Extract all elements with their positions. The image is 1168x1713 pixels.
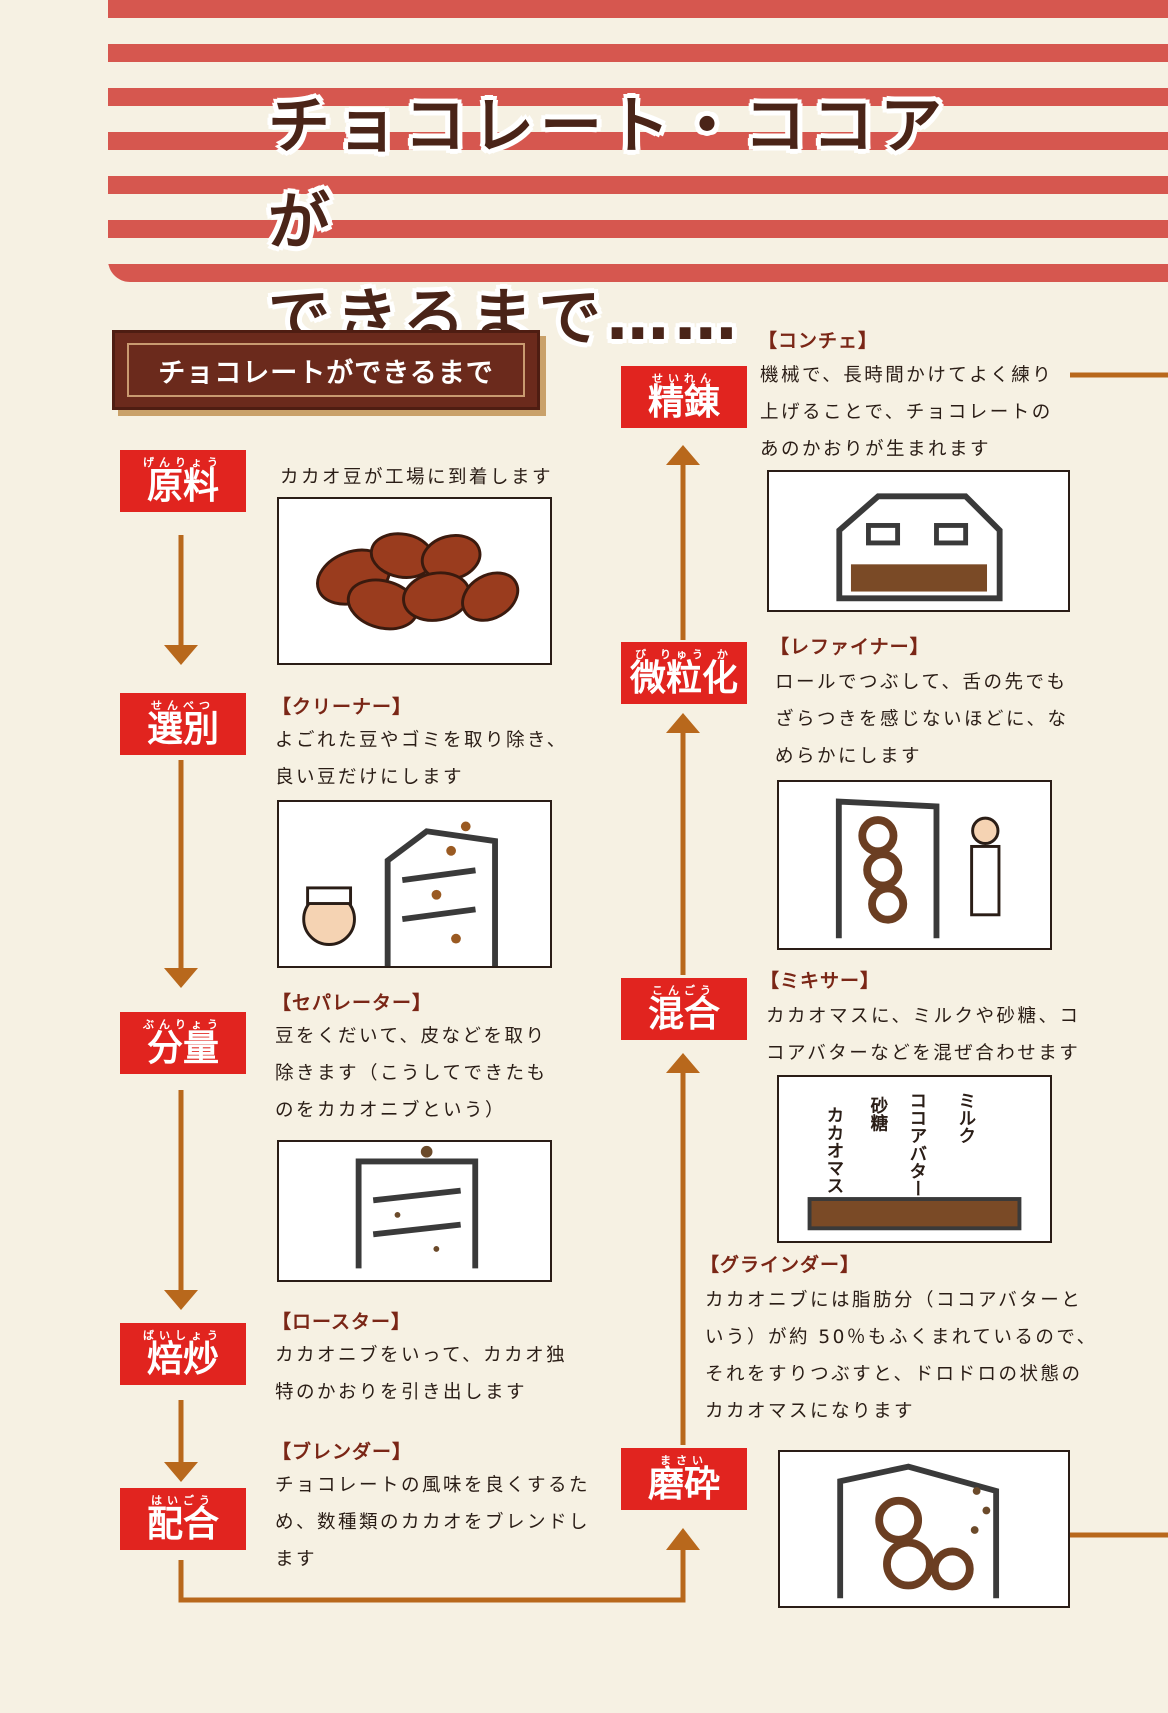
badge-ruby: まさい (660, 1454, 708, 1467)
desc-line: コアバターなどを混ぜ合わせます (766, 1043, 1081, 1064)
badge-label: 選別 (146, 709, 219, 750)
desc-line: め、数種類のカカオをブレンドし (275, 1512, 591, 1533)
badge-label: 原料 (146, 466, 219, 507)
desc-line: めらかにします (775, 746, 923, 767)
step-badge-senbetsu: せんべつ 選別 (120, 693, 246, 755)
badge-ruby: ばいしょう (143, 1329, 223, 1342)
badge-label: 精錬 (647, 382, 720, 423)
step-badge-haigou: はいごう 配合 (120, 1488, 246, 1550)
mixer-label-milk: ミルク (956, 1092, 976, 1145)
badge-label: 混合 (647, 994, 720, 1035)
badge-label: 配合 (146, 1504, 219, 1545)
striped-header (108, 0, 1168, 282)
step-description-baisen: カカオニブをいって、カカオ独特のかおりを引き出します (275, 1337, 567, 1411)
desc-line: カカオマスになります (705, 1401, 916, 1422)
step-description-haigou: チョコレートの風味を良くするため、数種類のカカオをブレンドします (275, 1467, 590, 1578)
machine-name-separator: 【セパレーター】 (272, 992, 433, 1014)
badge-ruby: はいごう (151, 1494, 215, 1507)
illustration-cacao-beans (277, 497, 552, 665)
page-title: チョコレート・ココアができるまで…… (268, 78, 948, 366)
desc-line: 特のかおりを引き出します (275, 1382, 528, 1403)
badge-ruby: げんりょう (143, 456, 223, 469)
desc-line: 除きます（こうしてできたも (275, 1063, 548, 1084)
section-label: チョコレートができるまで (112, 330, 540, 410)
badge-label: 磨砕 (647, 1464, 720, 1505)
machine-name-conche: 【コンチェ】 (758, 330, 879, 352)
arrowhead-6 (666, 1053, 700, 1073)
step-description-genryou: カカオ豆が工場に到着します (280, 467, 554, 488)
desc-line: 良い豆だけにします (275, 767, 465, 788)
desc-line: 豆をくだいて、皮などを取り (275, 1026, 547, 1047)
mixer-label-cocoa-butter: ココアバター (907, 1092, 927, 1197)
machine-name-mixer: 【ミキサー】 (760, 970, 881, 992)
desc-line: チョコレートの風味を良くするた (275, 1475, 591, 1496)
badge-label: 微粒化 (629, 658, 738, 699)
badge-ruby: せいれん (652, 372, 716, 385)
badge-ruby: び りゅう か (635, 648, 733, 661)
arrowhead-2 (164, 968, 198, 988)
arrowhead-7 (666, 713, 700, 733)
mixer-label-sugar: 砂糖 (868, 1096, 888, 1133)
step-badge-biryuuka: び りゅう か 微粒化 (621, 642, 747, 704)
conche-machine-icon (836, 493, 1003, 602)
badge-ruby: こんごう (652, 984, 716, 997)
illustration-separator (277, 1140, 552, 1282)
desc-line: カカオニブをいって、カカオ独 (275, 1345, 568, 1366)
desc-line: あのかおりが生まれます (760, 439, 992, 460)
desc-line: ロールでつぶして、舌の先でも (775, 672, 1068, 693)
arrowhead-3 (164, 1290, 198, 1310)
step-description-biryuuka: ロールでつぶして、舌の先でもざらつきを感じないほどに、なめらかにします (775, 664, 1068, 775)
badge-ruby: せんべつ (151, 699, 215, 712)
step-badge-baisen: ばいしょう 焙炒 (120, 1323, 246, 1385)
desc-line: カカオマスに、ミルクや砂糖、コ (766, 1006, 1081, 1027)
badge-ruby: ぶんりょう (143, 1018, 223, 1031)
machine-name-cleaner: 【クリーナー】 (272, 696, 413, 718)
illustration-refiner (777, 780, 1052, 950)
step-badge-kongou: こんごう 混合 (621, 978, 747, 1040)
desc-line: よごれた豆やゴミを取り除き、 (275, 730, 568, 751)
mixer-machine-icon: カカオマス 砂糖 ココアバター ミルク (807, 1092, 1022, 1231)
machine-name-blender: 【ブレンダー】 (272, 1441, 413, 1463)
section-label-text: チョコレートができるまで (127, 343, 525, 397)
cacao-beans-icon (316, 532, 520, 631)
desc-line: ます (275, 1549, 318, 1570)
separator-machine-icon (355, 1145, 479, 1269)
illustration-cleaner (277, 800, 552, 968)
refiner-machine-icon (835, 798, 1001, 939)
desc-line: 機械で、長時間かけてよく練り (760, 365, 1054, 386)
desc-line: いう）が約 50％もふくまれているので、 (705, 1327, 1098, 1348)
arrowhead-5 (666, 1528, 700, 1550)
machine-name-roaster: 【ロースター】 (272, 1311, 412, 1333)
desc-line: のをカカオニブという） (275, 1100, 507, 1121)
arrowhead-4 (164, 1462, 198, 1482)
step-badge-bunryou: ぶんりょう 分量 (120, 1012, 246, 1074)
desc-line: 上げることで、チョコレートの (760, 402, 1053, 423)
step-badge-masai: まさい 磨砕 (621, 1448, 747, 1510)
title-line-1: チョコレート・ココアが (268, 89, 949, 258)
cleaner-machine-icon (302, 821, 498, 966)
machine-name-grinder: 【グラインダー】 (700, 1254, 861, 1276)
desc-line: ざらつきを感じないほどに、な (775, 709, 1069, 730)
mixer-label-cacao-mass: カカオマス (824, 1106, 844, 1194)
step-badge-seiren: せいれん 精錬 (621, 366, 747, 428)
step-description-seiren: 機械で、長時間かけてよく練り上げることで、チョコレートのあのかおりが生まれます (760, 357, 1053, 468)
grinder-machine-icon (837, 1463, 1000, 1599)
step-description-bunryou: 豆をくだいて、皮などを取り除きます（こうしてできたものをカカオニブという） (275, 1018, 547, 1129)
step-description-masai: カカオニブには脂肪分（ココアバターという）が約 50％もふくまれているので、それ… (705, 1282, 1098, 1430)
arrowhead-8 (666, 445, 700, 465)
illustration-conche (767, 470, 1070, 612)
machine-name-refiner: 【レファイナー】 (770, 636, 930, 658)
desc-line: カカオニブには脂肪分（ココアバターと (705, 1290, 1083, 1311)
illustration-grinder (778, 1450, 1070, 1608)
badge-label: 分量 (146, 1028, 219, 1069)
arrowhead-1 (164, 645, 198, 665)
step-description-senbetsu: よごれた豆やゴミを取り除き、良い豆だけにします (275, 722, 568, 796)
desc-line: それをすりつぶすと、ドロドロの状態の (705, 1364, 1083, 1385)
step-badge-genryou: げんりょう 原料 (120, 450, 246, 512)
badge-label: 焙炒 (146, 1339, 219, 1380)
illustration-mixer: カカオマス 砂糖 ココアバター ミルク (777, 1075, 1052, 1243)
step-description-kongou: カカオマスに、ミルクや砂糖、ココアバターなどを混ぜ合わせます (766, 998, 1080, 1072)
